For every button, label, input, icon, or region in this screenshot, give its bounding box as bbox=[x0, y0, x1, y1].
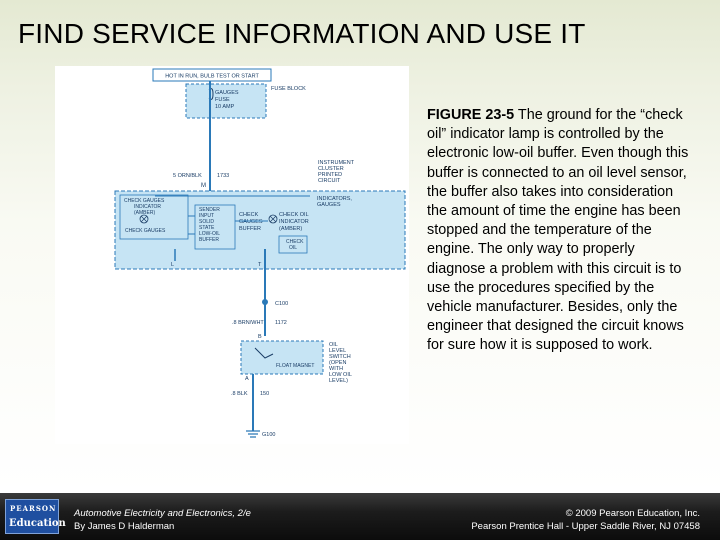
copyright: © 2009 Pearson Education, Inc. bbox=[565, 508, 700, 519]
state-label: STATE bbox=[199, 225, 215, 231]
oil-switch-label-7: LEVEL) bbox=[329, 378, 348, 384]
splice-label: C100 bbox=[275, 301, 288, 307]
wire-color-mid: .8 BRN/WHT bbox=[232, 320, 264, 326]
circuit-number-top: 1733 bbox=[217, 173, 229, 179]
indicators-label-1: INDICATORS, bbox=[317, 196, 352, 202]
indicators-label-2: GAUGES bbox=[317, 202, 341, 208]
float-magnet-label: FLOAT MAGNET bbox=[276, 363, 314, 369]
connector-t: T bbox=[258, 262, 262, 268]
check-gauges-indicator-box bbox=[119, 194, 189, 240]
logo-bottom-text: Education bbox=[9, 518, 66, 529]
oil-switch-label-6: LOW OIL bbox=[329, 372, 352, 378]
wire-color-bottom: .8 BLK bbox=[231, 391, 248, 397]
check-oil-lamp-label-2: OIL bbox=[289, 245, 297, 251]
connector-a: A bbox=[245, 376, 249, 382]
cluster-label-3: PRINTED bbox=[318, 172, 342, 178]
book-info: Automotive Electricity and Electronics, … bbox=[74, 507, 251, 533]
low-oil-buffer-box bbox=[194, 204, 236, 250]
circuit-number-bottom: 150 bbox=[260, 391, 269, 397]
oil-level-switch-box bbox=[240, 340, 324, 375]
ground-symbol-icon bbox=[246, 430, 260, 438]
check-oil-indicator-label-1: CHECK OIL bbox=[279, 212, 309, 218]
oil-switch-label-2: LEVEL bbox=[329, 348, 346, 354]
sender-label: SENDER bbox=[199, 207, 220, 213]
cg-buffer-label-2: GAUGES bbox=[239, 219, 263, 225]
ground-label: G100 bbox=[262, 432, 275, 438]
connector-b: B bbox=[258, 334, 262, 340]
figure-caption: FIGURE 23-5 The ground for the “check oi… bbox=[427, 106, 697, 356]
cluster-label-2: CLUSTER bbox=[318, 166, 344, 172]
circuit-number-mid: 1172 bbox=[275, 320, 287, 326]
figure-number: FIGURE 23-5 bbox=[427, 107, 515, 123]
splice-icon bbox=[262, 299, 268, 305]
pearson-logo: PEARSON Education bbox=[5, 499, 66, 534]
logo-top-text: PEARSON bbox=[10, 504, 57, 513]
check-gauges-bulb-icon bbox=[139, 214, 149, 224]
amber-label: (AMBER) bbox=[134, 210, 155, 216]
connector-m: M bbox=[201, 183, 206, 189]
footer-bar: PEARSON Education Automotive Electricity… bbox=[0, 493, 720, 540]
oil-switch-label-1: OIL bbox=[329, 342, 338, 348]
check-oil-bulb-icon bbox=[268, 214, 278, 224]
check-oil-indicator-label-2: INDICATOR bbox=[279, 219, 309, 225]
check-oil-lamp-label-1: CHECK bbox=[286, 239, 304, 245]
switch-symbol-icon bbox=[254, 347, 274, 359]
fuse-rating: 10 AMP bbox=[215, 104, 235, 110]
low-oil-label: LOW-OIL bbox=[199, 231, 220, 237]
hot-label-box bbox=[152, 68, 272, 82]
fuse-block-label: FUSE BLOCK bbox=[271, 86, 306, 92]
check-gauges-header: CHECK GAUGES bbox=[124, 198, 165, 204]
publisher: Pearson Prentice Hall - Upper Saddle Riv… bbox=[471, 521, 700, 532]
fuse-name: GAUGES bbox=[215, 90, 239, 96]
connector-l: L bbox=[171, 262, 174, 268]
indicator-label: INDICATOR bbox=[134, 204, 161, 210]
hot-label: HOT IN RUN, BULB TEST OR START bbox=[165, 74, 259, 80]
buffer-label: BUFFER bbox=[199, 237, 219, 243]
fuse-type: FUSE bbox=[215, 97, 230, 103]
cg-buffer-label-3: BUFFER bbox=[239, 226, 261, 232]
wiring-diagram-svg: HOT IN RUN, BULB TEST OR START FUSE BLOC… bbox=[114, 68, 406, 438]
wire-color-top: 5 ORN/BLK bbox=[173, 173, 202, 179]
solid-label: SOLID bbox=[199, 219, 214, 225]
slide-title: FIND SERVICE INFORMATION AND USE IT bbox=[18, 18, 586, 49]
cluster-label-4: CIRCUIT bbox=[318, 178, 341, 184]
oil-switch-label-3: SWITCH bbox=[329, 354, 351, 360]
book-title: Automotive Electricity and Electronics, … bbox=[74, 508, 251, 519]
figure-caption-text: The ground for the “check oil” indicator… bbox=[427, 107, 689, 354]
author: By James D Halderman bbox=[74, 521, 175, 532]
cg-buffer-label-1: CHECK bbox=[239, 212, 259, 218]
check-oil-indicator-label-3: (AMBER) bbox=[279, 226, 302, 232]
fuse-block bbox=[185, 83, 267, 119]
cluster-label-1: INSTRUMENT bbox=[318, 160, 355, 166]
oil-switch-label-4: (OPEN bbox=[329, 360, 346, 366]
wiring-diagram: HOT IN RUN, BULB TEST OR START FUSE BLOC… bbox=[55, 66, 409, 444]
check-oil-lamp-box bbox=[278, 235, 308, 254]
oil-switch-label-5: WITH bbox=[329, 366, 343, 372]
publisher-info: © 2009 Pearson Education, Inc. Pearson P… bbox=[471, 507, 700, 533]
input-label: INPUT bbox=[199, 213, 214, 219]
check-gauges-lamp-label: CHECK GAUGES bbox=[125, 228, 166, 234]
